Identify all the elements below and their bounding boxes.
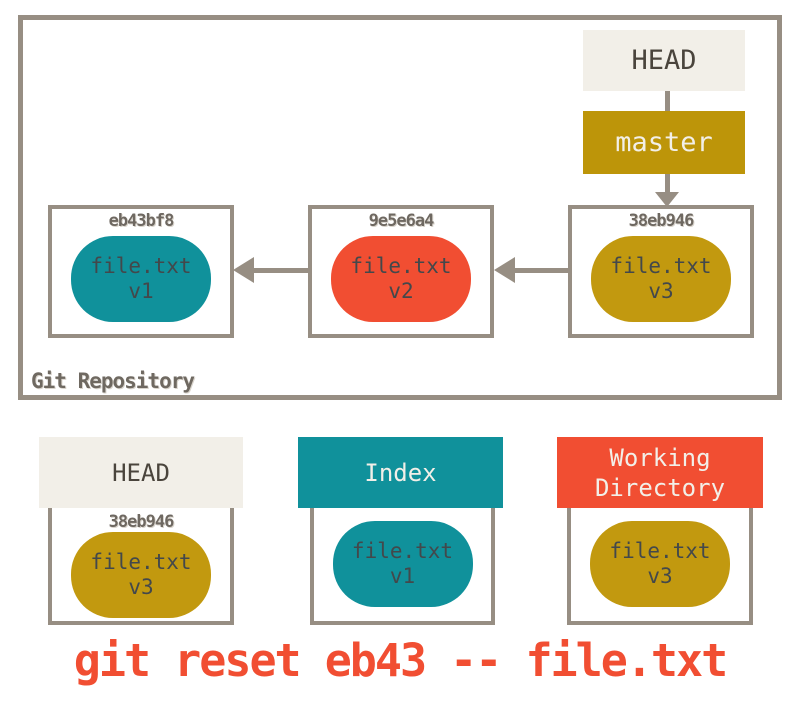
file-name: file.txt: [610, 254, 712, 278]
file-version: v3: [648, 279, 674, 303]
master-branch-box: master: [583, 111, 745, 174]
arrow-left-icon: [233, 257, 254, 283]
git-command-text: git reset eb43 -- file.txt: [73, 634, 728, 687]
file-name: file.txt: [609, 538, 711, 563]
commit-parent-arrow-line: [253, 268, 308, 273]
head-tree-box: 38eb946 file.txt v3: [48, 502, 234, 625]
file-name: file.txt: [350, 254, 452, 278]
commit-box-38eb946: 38eb946 file.txt v3: [568, 205, 754, 338]
working-directory-box: file.txt v3: [567, 502, 753, 625]
file-name: file.txt: [90, 549, 192, 574]
head-tree-title: HEAD: [112, 458, 170, 487]
file-blob: file.txt v3: [591, 236, 731, 322]
working-directory-title: Working Directory: [594, 443, 726, 502]
head-ref-label: HEAD: [631, 45, 697, 76]
index-tree-header: Index: [298, 437, 503, 508]
commit-parent-arrow-line: [514, 268, 568, 273]
file-version: v2: [388, 279, 414, 303]
file-blob: file.txt v3: [71, 531, 211, 618]
file-name: file.txt: [351, 538, 454, 563]
commit-box-9e5e6a4: 9e5e6a4 file.txt v2: [308, 205, 494, 338]
master-branch-label: master: [615, 127, 713, 158]
head-tree-header: HEAD: [39, 437, 243, 508]
commit-hash: 38eb946: [108, 511, 175, 532]
arrow-down-icon: [655, 192, 679, 207]
file-blob: file.txt v1: [71, 236, 211, 322]
file-blob: file.txt v3: [590, 520, 730, 607]
working-directory-header: Working Directory: [557, 437, 763, 508]
index-tree-box: file.txt v1: [310, 502, 495, 625]
commit-hash: 38eb946: [628, 211, 695, 231]
master-to-commit-arrow-line: [665, 174, 670, 194]
head-to-master-arrow-line: [665, 91, 670, 111]
repository-box: HEAD master eb43bf8 file.txt v1 9e5e6a4 …: [18, 15, 782, 400]
index-tree-title: Index: [364, 458, 437, 487]
commit-hash: 9e5e6a4: [368, 211, 435, 231]
file-version: v3: [647, 563, 673, 588]
file-blob: file.txt v2: [331, 236, 471, 322]
head-ref-box: HEAD: [583, 30, 745, 91]
file-name: file.txt: [90, 254, 192, 278]
file-version: v1: [389, 563, 416, 588]
file-version: v1: [128, 279, 154, 303]
file-version: v3: [128, 574, 154, 599]
repository-label: Git Repository: [31, 369, 195, 393]
commit-box-eb43bf8: eb43bf8 file.txt v1: [48, 205, 234, 338]
arrow-left-icon: [494, 257, 515, 283]
file-blob: file.txt v1: [332, 520, 473, 607]
commit-hash: eb43bf8: [108, 211, 175, 231]
